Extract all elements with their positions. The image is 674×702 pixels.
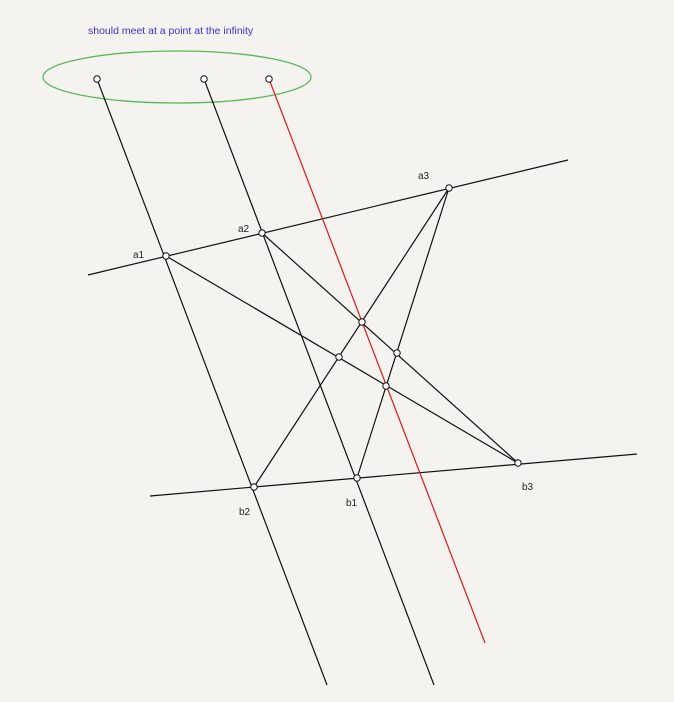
point-b1	[353, 474, 361, 482]
point-a2	[258, 229, 266, 237]
label-b3: b3	[522, 482, 534, 493]
label-a2: a2	[238, 224, 250, 235]
intersection-point-1	[358, 318, 366, 326]
line-a3-b2	[253, 187, 450, 488]
infinity-ellipse	[42, 50, 312, 104]
point-b3	[514, 459, 522, 467]
point-a1	[162, 252, 170, 260]
line-a2-b1	[203, 78, 435, 686]
label-a3: a3	[418, 171, 430, 182]
line-a	[87, 159, 569, 276]
infinity-point-2	[200, 75, 208, 83]
intersection-point-2	[335, 353, 343, 361]
intersection-point-4	[382, 382, 390, 390]
infinity-point-3	[265, 75, 273, 83]
intersection-point-3	[393, 349, 401, 357]
point-a3	[445, 184, 453, 192]
line-b	[149, 453, 638, 497]
line-a2-b3	[261, 232, 519, 464]
label-a1: a1	[133, 250, 145, 261]
infinity-annotation: should meet at a point at the infinity	[88, 25, 254, 37]
point-b2	[250, 483, 258, 491]
label-b2: b2	[239, 507, 251, 518]
line-a1-b2	[96, 78, 328, 686]
line-a1-b3	[165, 255, 519, 464]
infinity-point-1	[93, 75, 101, 83]
red-line	[268, 78, 486, 644]
label-b1: b1	[346, 498, 358, 509]
line-a3-b1	[356, 187, 450, 479]
